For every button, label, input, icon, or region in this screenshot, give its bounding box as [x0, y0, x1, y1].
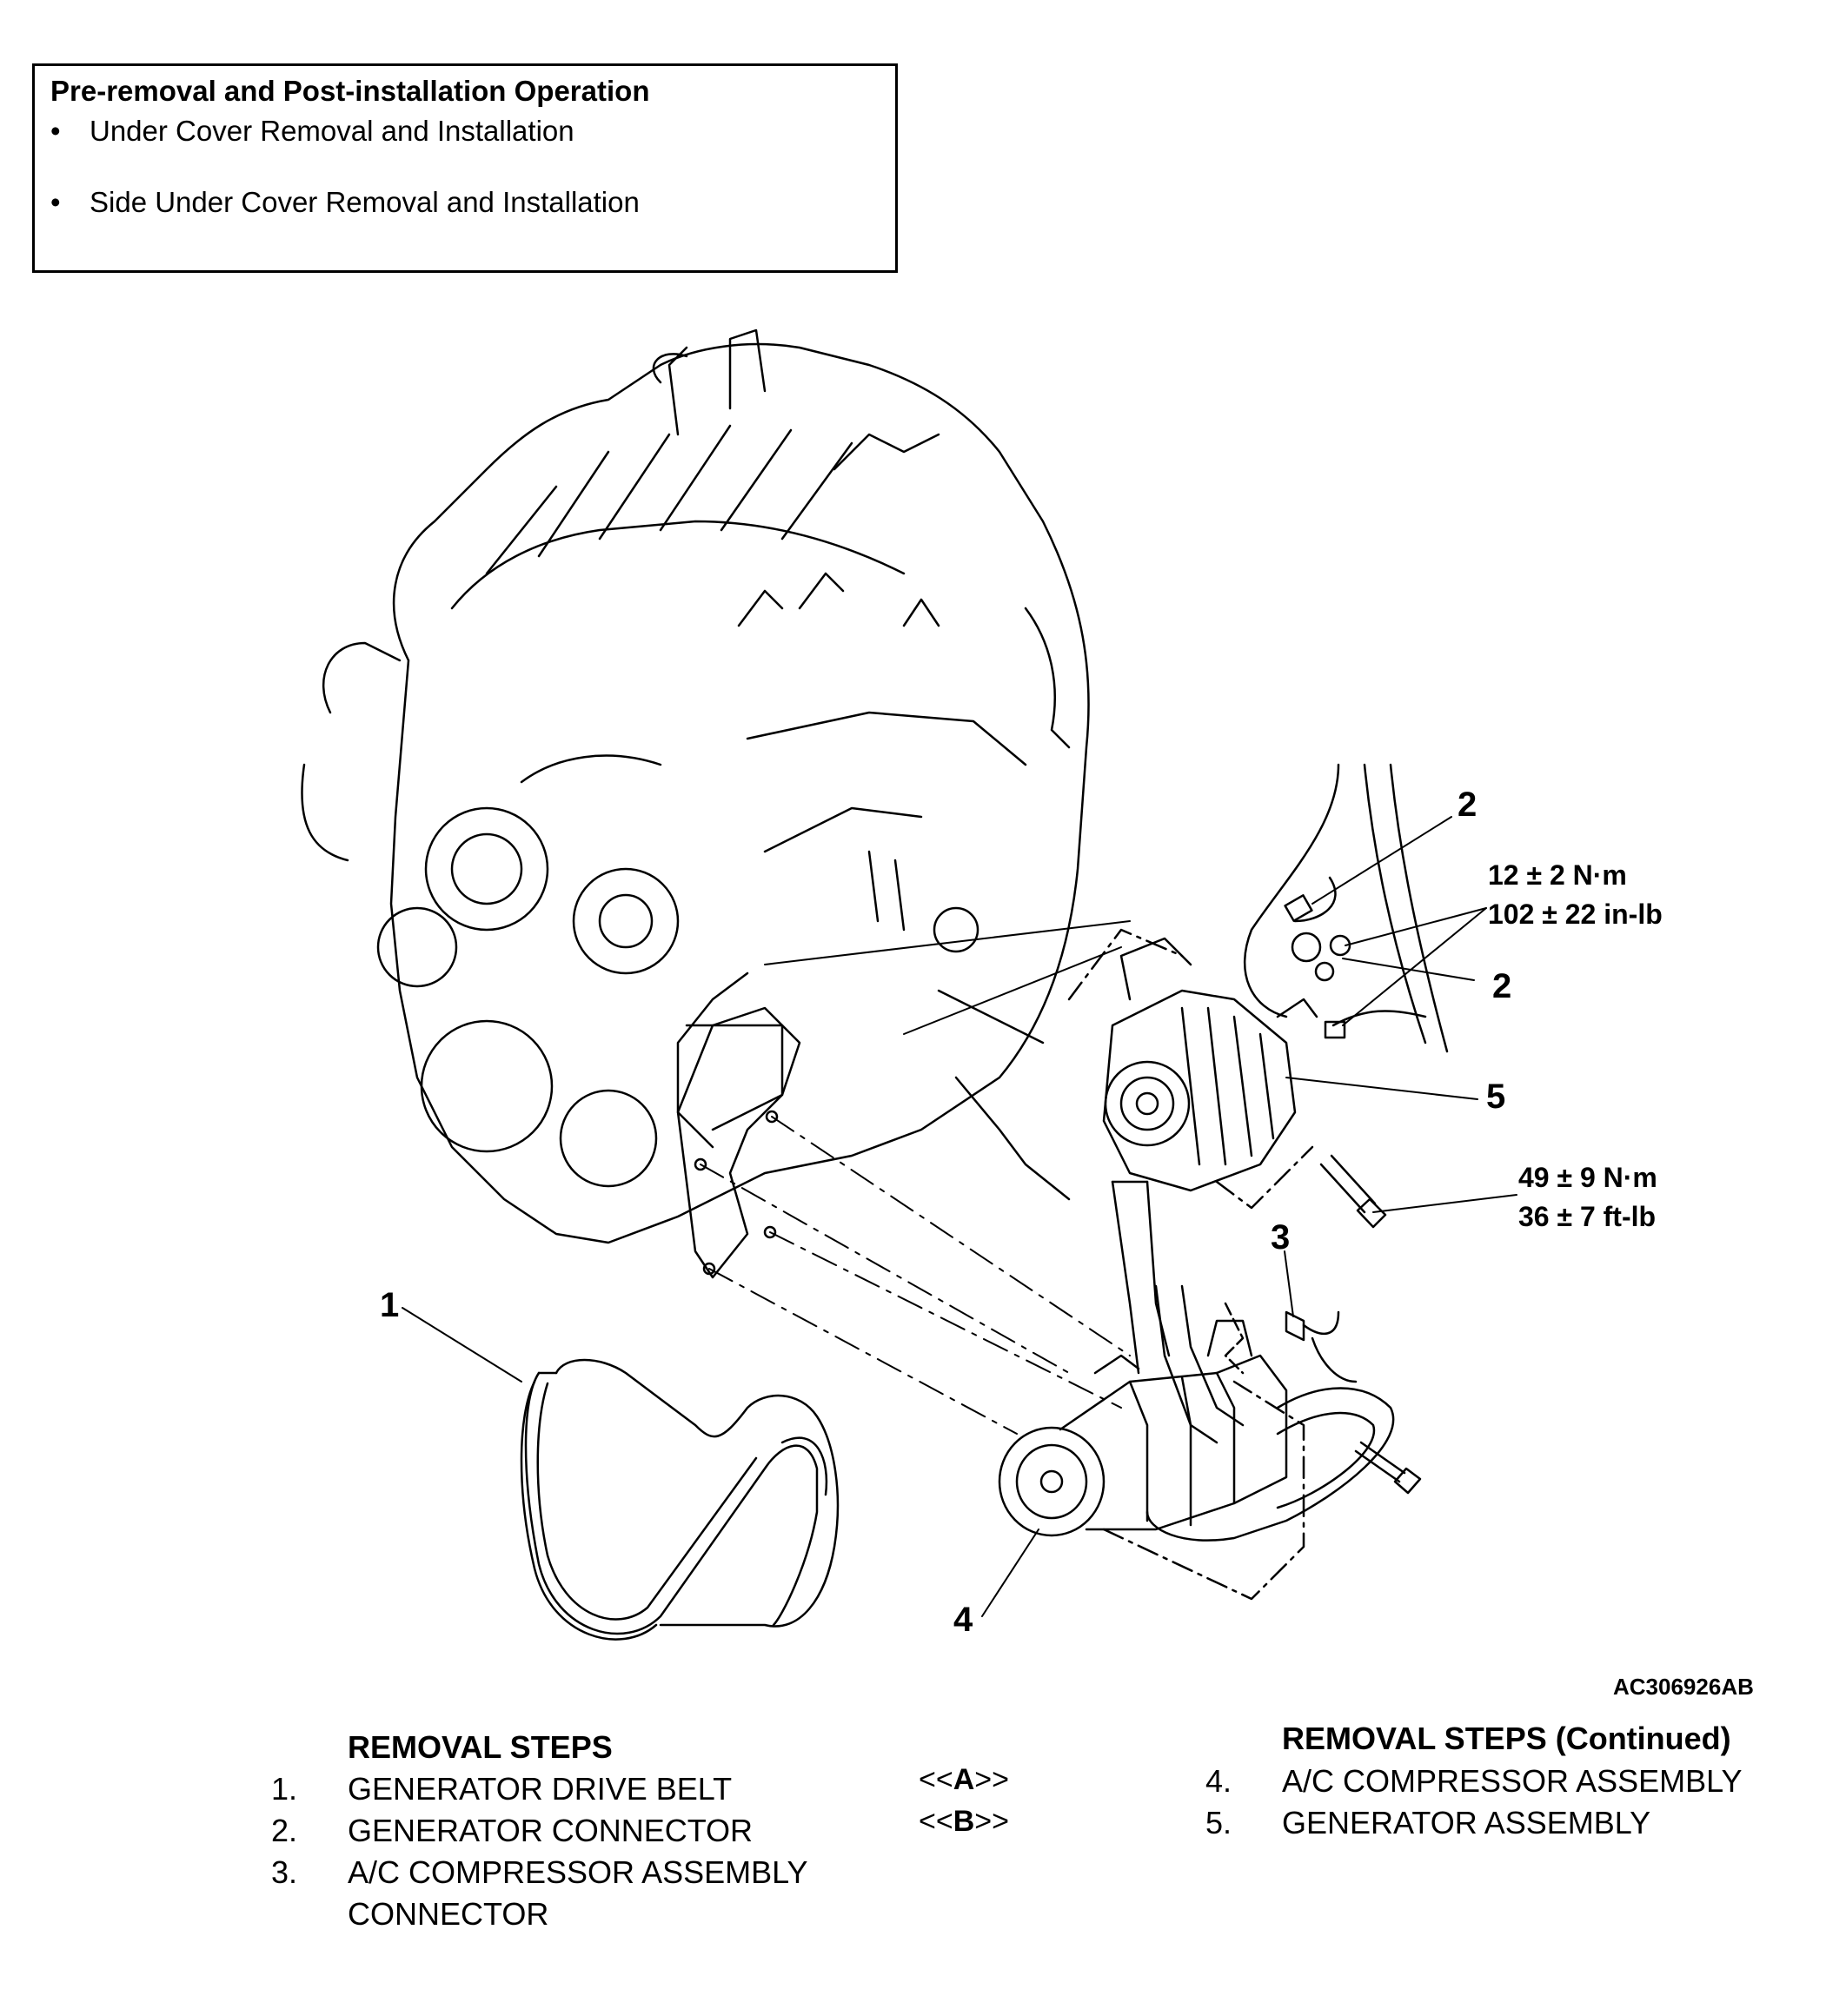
generator-drive-belt: [520, 1358, 840, 1641]
torque-spec-generator-nut: 12 ± 2 N·m 102 ± 22 in-lb: [1488, 856, 1663, 934]
generator-assembly: [1102, 937, 1318, 1192]
callout-1: 1: [380, 1286, 400, 1324]
step-number: 2.: [271, 1813, 298, 1848]
pre-removal-item: • Under Cover Removal and Installation: [50, 115, 574, 148]
removal-steps-heading: REMOVAL STEPS: [348, 1729, 613, 1765]
pre-removal-item: • Side Under Cover Removal and Installati…: [50, 186, 640, 219]
marker-close: >>: [974, 1805, 1009, 1838]
generator-harness: [1243, 763, 1449, 1053]
marker-open: <<: [919, 1805, 953, 1838]
step-text-continued: CONNECTOR: [348, 1896, 549, 1932]
torque-spec-generator-bolt: 49 ± 9 N·m 36 ± 7 ft-lb: [1518, 1158, 1657, 1237]
torque-metric: 49 ± 9 N·m: [1518, 1162, 1657, 1193]
pre-removal-title: Pre-removal and Post-installation Operat…: [50, 75, 650, 107]
ac-compressor-connector: [1285, 1310, 1358, 1383]
pre-removal-item-text: Side Under Cover Removal and Installatio…: [90, 186, 640, 218]
callout-4: 4: [953, 1601, 973, 1639]
step-text: A/C COMPRESSOR ASSEMBLY: [348, 1854, 808, 1890]
removal-steps-continued-heading: REMOVAL STEPS (Continued): [1282, 1721, 1731, 1756]
step-number: 3.: [271, 1854, 298, 1890]
step-text: A/C COMPRESSOR ASSEMBLY: [1282, 1763, 1743, 1799]
step-text: GENERATOR ASSEMBLY: [1282, 1805, 1651, 1840]
ac-compressor-bolt: [1354, 1441, 1422, 1495]
torque-imperial: 36 ± 7 ft-lb: [1518, 1201, 1657, 1232]
pre-removal-item-text: Under Cover Removal and Installation: [90, 115, 574, 147]
ac-compressor-assembly: [998, 1319, 1288, 1537]
marker-open: <<: [919, 1763, 953, 1796]
callout-3: 3: [1271, 1218, 1291, 1257]
torque-metric: 12 ± 2 N·m: [1488, 859, 1627, 891]
callout-5: 5: [1486, 1078, 1506, 1116]
bullet: •: [50, 186, 61, 218]
procedure-marker-b: <<B>>: [919, 1805, 1009, 1839]
bullet: •: [50, 115, 61, 147]
step-text: GENERATOR CONNECTOR: [348, 1813, 754, 1848]
figure-code: AC306926AB: [1613, 1674, 1754, 1700]
step-number: 1.: [271, 1771, 298, 1807]
torque-imperial: 102 ± 22 in-lb: [1488, 899, 1663, 930]
engine-block: [301, 328, 1090, 1244]
step-number: 5.: [1205, 1805, 1232, 1840]
mounting-bracket: [676, 1006, 801, 1279]
ac-hoses: [1111, 1180, 1395, 1542]
generator-bolt: [1319, 1154, 1387, 1229]
step-number: 4.: [1205, 1763, 1232, 1799]
callout-2-top: 2: [1458, 786, 1477, 824]
marker-letter: B: [953, 1805, 975, 1838]
procedure-marker-a: <<A>>: [919, 1763, 1009, 1797]
step-text: GENERATOR DRIVE BELT: [348, 1771, 733, 1807]
marker-letter: A: [953, 1763, 975, 1796]
marker-close: >>: [974, 1763, 1009, 1796]
callout-2-middle: 2: [1492, 967, 1512, 1005]
leader-lines: [402, 816, 1517, 1617]
pre-removal-box: Pre-removal and Post-installation Operat…: [32, 63, 898, 273]
